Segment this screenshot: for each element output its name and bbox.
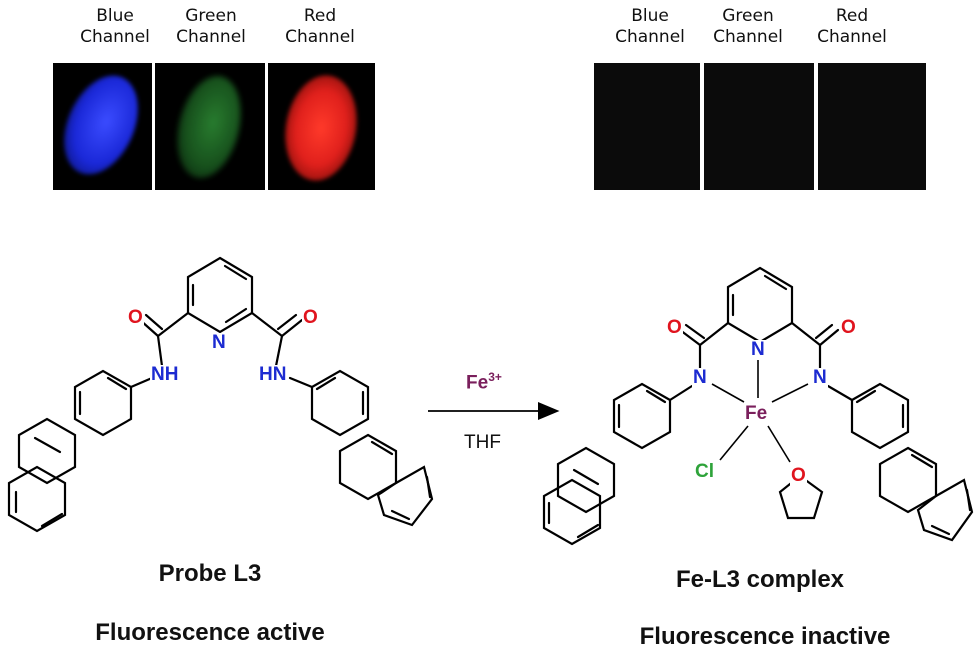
iron-atom: Fe	[744, 403, 769, 424]
chlorine-atom: Cl	[694, 461, 715, 482]
reagent-charge: 3+	[488, 370, 502, 384]
reagent-label: Fe3+	[466, 370, 502, 394]
left-molecule-name: Probe L3	[158, 560, 262, 587]
solvent-label: THF	[464, 432, 501, 453]
right-blue-channel-label: Blue Channel	[600, 6, 700, 48]
right-oxygen-1: O	[666, 317, 683, 338]
right-oxygen-2: O	[840, 317, 857, 338]
left-green-channel-label: Green Channel	[161, 6, 261, 48]
label-line: Channel	[285, 27, 355, 47]
right-molecule-state: Fluorescence inactive	[639, 623, 891, 650]
reagent-symbol: Fe	[466, 372, 489, 394]
right-green-channel-label: Green Channel	[698, 6, 798, 48]
left-red-channel-label: Red Channel	[270, 6, 370, 48]
left-molecule-state: Fluorescence active	[95, 619, 325, 646]
left-oxygen-2: O	[302, 307, 319, 328]
probe-l3-structure	[7, 256, 434, 533]
label-line: Channel	[80, 27, 150, 47]
label-line: Red	[303, 6, 337, 26]
right-green-channel-image	[704, 63, 814, 190]
label-line: Red	[835, 6, 869, 26]
left-oxygen-1: O	[127, 307, 144, 328]
left-green-channel-image	[155, 63, 265, 190]
right-molecule-name: Fe-L3 complex	[675, 566, 845, 593]
label-line: Channel	[176, 27, 246, 47]
label-line: Channel	[713, 27, 783, 47]
fe-l3-complex-structure	[542, 266, 974, 546]
left-pyridine-nitrogen: N	[211, 332, 227, 353]
right-amide-nitrogen-1: N	[692, 367, 708, 388]
label-line: Channel	[817, 27, 887, 47]
left-nh-label: NH	[150, 364, 180, 385]
label-line: Green	[185, 6, 237, 26]
thf-oxygen: O	[790, 465, 807, 486]
right-hn-label: HN	[258, 364, 288, 385]
label-line: Blue	[631, 6, 669, 26]
left-red-channel-image	[268, 63, 375, 190]
right-blue-channel-image	[594, 63, 700, 190]
right-red-channel-image	[818, 63, 926, 190]
label-line: Blue	[96, 6, 134, 26]
label-line: Green	[722, 6, 774, 26]
left-blue-channel-image	[53, 63, 152, 190]
left-blue-channel-label: Blue Channel	[65, 6, 165, 48]
right-pyridine-nitrogen: N	[750, 339, 766, 360]
right-amide-nitrogen-2: N	[812, 367, 828, 388]
right-red-channel-label: Red Channel	[802, 6, 902, 48]
label-line: Channel	[615, 27, 685, 47]
